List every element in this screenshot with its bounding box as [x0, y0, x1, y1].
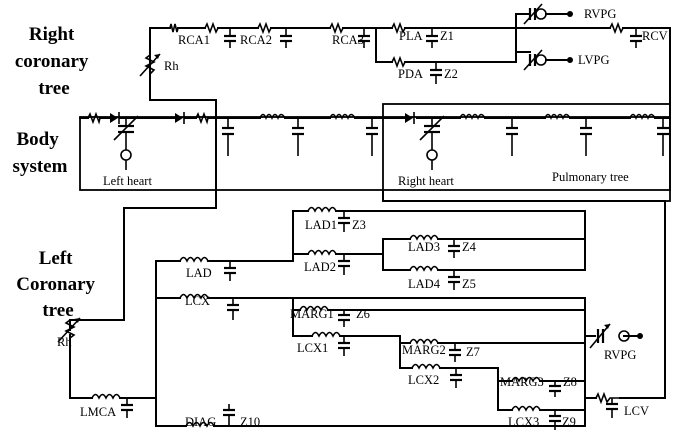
label-marg3: MARG3	[500, 375, 544, 389]
left-coronary-wiring	[69, 210, 641, 427]
resistors	[87, 21, 624, 125]
label-z8: Z8	[563, 375, 577, 389]
rh-left-resistor	[57, 317, 81, 343]
diodes	[110, 112, 415, 124]
label-pda: PDA	[398, 67, 423, 81]
label-lcx1: LCX1	[297, 341, 328, 355]
left-coronary-inductors	[91, 206, 620, 428]
label-rca2: RCA2	[240, 33, 272, 47]
label-lad2: LAD2	[304, 260, 336, 274]
label-z1: Z1	[440, 29, 454, 43]
label-z10: Z10	[240, 415, 260, 429]
rvpg-bottom-source	[589, 323, 643, 349]
label-lcx2: LCX2	[408, 373, 439, 387]
label-lad1: LAD1	[305, 218, 337, 232]
label-lvpg: LVPG	[578, 53, 610, 67]
label-lcv: LCV	[624, 404, 649, 418]
label-z6: Z6	[356, 307, 370, 321]
label-z7: Z7	[466, 345, 480, 359]
label-rvpg-top: RVPG	[584, 7, 616, 21]
label-rh-left: Rh	[57, 335, 72, 349]
inductors	[259, 113, 656, 121]
label-z9: Z9	[562, 415, 576, 429]
component-labels: RCA1 RCA2 RCA3 PLA Z1 PDA Z2 RVPG LVPG R…	[57, 7, 668, 429]
label-rvpg-bottom: RVPG	[604, 348, 636, 362]
label-lad: LAD	[186, 266, 212, 280]
pressure-sources-top	[523, 3, 573, 71]
label-left-heart: Left heart	[103, 174, 152, 188]
body-capacitors	[222, 118, 669, 156]
rh-top-resistor	[139, 53, 161, 77]
label-lad4: LAD4	[408, 277, 441, 291]
label-rca1: RCA1	[178, 33, 210, 47]
label-lcx3: LCX3	[508, 415, 539, 429]
label-lmca: LMCA	[80, 405, 116, 419]
body-system-wiring	[69, 27, 671, 399]
right-coronary-capacitors	[224, 28, 642, 84]
label-marg2: MARG2	[402, 343, 446, 357]
left-coronary-capacitors	[121, 211, 618, 430]
label-z4: Z4	[462, 240, 477, 254]
label-rcv: RCV	[642, 29, 668, 43]
label-marg1: MARG1	[290, 307, 334, 321]
label-pulmonary-tree: Pulmonary tree	[552, 170, 629, 184]
label-z2: Z2	[444, 67, 458, 81]
right-coronary-title: Right coronary tree	[15, 24, 93, 99]
label-z3: Z3	[352, 218, 366, 232]
label-diag: DIAG	[185, 415, 216, 429]
label-rca3: RCA3	[332, 33, 364, 47]
label-z5: Z5	[462, 277, 476, 291]
label-right-heart: Right heart	[398, 174, 454, 188]
body-system-title: Body system	[13, 129, 68, 177]
label-lcx: LCX	[185, 294, 210, 308]
label-rh-top: Rh	[164, 59, 179, 73]
left-heart-element	[113, 115, 139, 170]
left-coronary-title: Left Coronary tree	[16, 248, 100, 321]
label-lad3: LAD3	[408, 240, 440, 254]
right-heart-element	[419, 115, 445, 170]
label-pla: PLA	[399, 29, 423, 43]
right-coronary-wiring	[149, 13, 671, 119]
